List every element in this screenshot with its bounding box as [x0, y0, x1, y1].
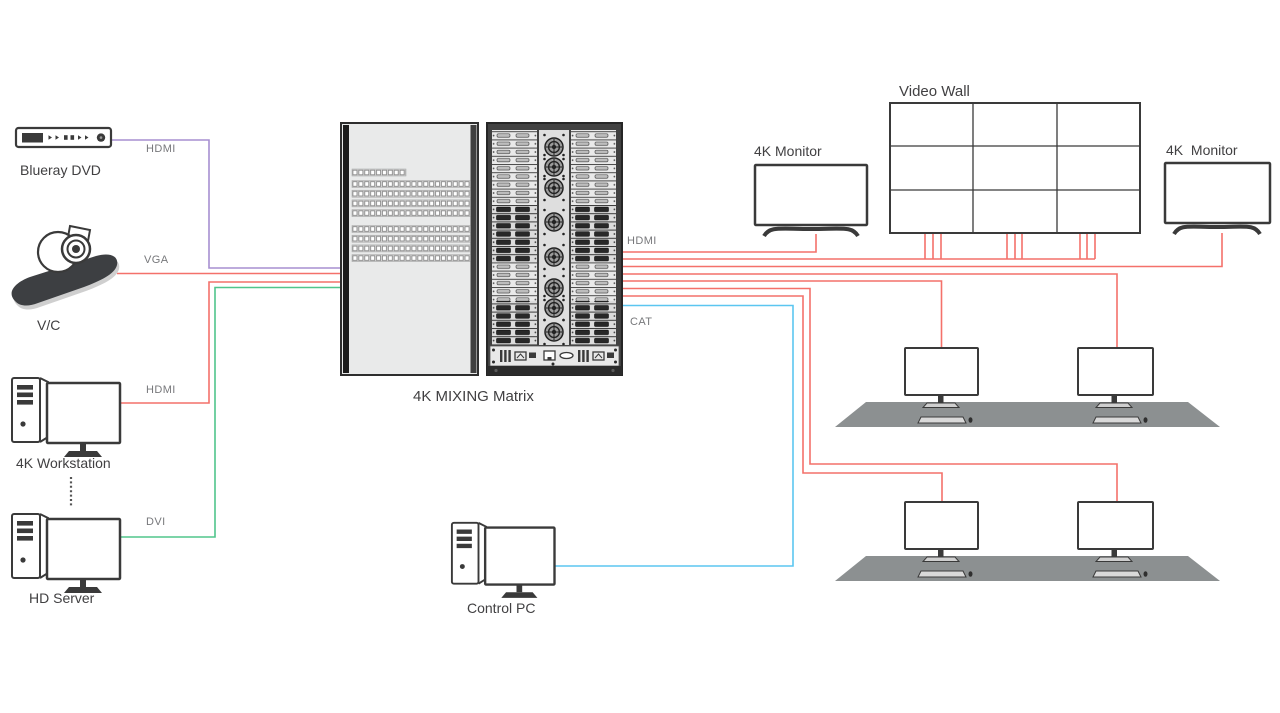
desk1-with-monitors	[834, 347, 1221, 428]
cable-out-right-monitor	[622, 233, 1223, 268]
matrix-front-panel	[340, 122, 479, 376]
cable-out-desk1-monitor2	[622, 273, 1118, 348]
workstation-label: 4K Workstation	[16, 455, 111, 471]
videowall-drop-lines	[924, 233, 1096, 259]
left-4k-monitor-icon	[753, 163, 869, 238]
matrix-rear-panel	[486, 122, 623, 376]
matrix-rear-ports	[489, 345, 620, 367]
cable-out-desk2-monitor2	[622, 287, 1118, 502]
blueray-dvd-icon	[14, 126, 113, 149]
matrix-label: 4K MIXING Matrix	[413, 388, 534, 405]
left-monitor-label: 4K Monitor	[754, 143, 822, 159]
desk2-with-monitors	[834, 501, 1221, 582]
video-wall-icon	[889, 102, 1141, 234]
control-pc-label: Control PC	[467, 600, 536, 616]
video-wall-label: Video Wall	[899, 83, 970, 100]
right-monitor-label: 4K Monitor	[1166, 142, 1238, 158]
vc-camera-icon	[11, 224, 120, 310]
cable-out-desk1-monitor1	[622, 280, 943, 348]
blueray-dvd-label: Blueray DVD	[20, 162, 101, 178]
hd-server-label: HD Server	[29, 590, 95, 606]
hd-server-icon	[10, 512, 122, 595]
out-hdmi-cable-label: HDMI	[627, 235, 657, 247]
vc-vga-cable-label: VGA	[144, 254, 169, 266]
right-4k-monitor-icon	[1163, 161, 1272, 236]
cable-out-left-monitor	[622, 234, 817, 253]
workstation-icon	[10, 376, 122, 459]
server-dvi-cable-label: DVI	[146, 516, 166, 528]
matrix-rear-cards-left	[492, 130, 537, 345]
cable-control-pc-cat	[554, 304, 794, 567]
cable-workstation-hdmi	[120, 281, 341, 404]
cable-layer	[69, 139, 1223, 567]
dvd-hdmi-cable-label: HDMI	[146, 143, 176, 155]
ws-hdmi-cable-label: HDMI	[146, 384, 176, 396]
cable-dvd-hdmi	[111, 139, 341, 269]
vc-label: V/C	[37, 317, 61, 333]
matrix-front-buttons	[351, 168, 471, 263]
control-pc-icon	[450, 521, 556, 600]
cable-server-dvi	[120, 286, 341, 538]
matrix-rear-cards-right	[571, 130, 616, 345]
cable-out-desk2-monitor1	[622, 295, 943, 502]
out-cat-cable-label: CAT	[630, 316, 653, 328]
